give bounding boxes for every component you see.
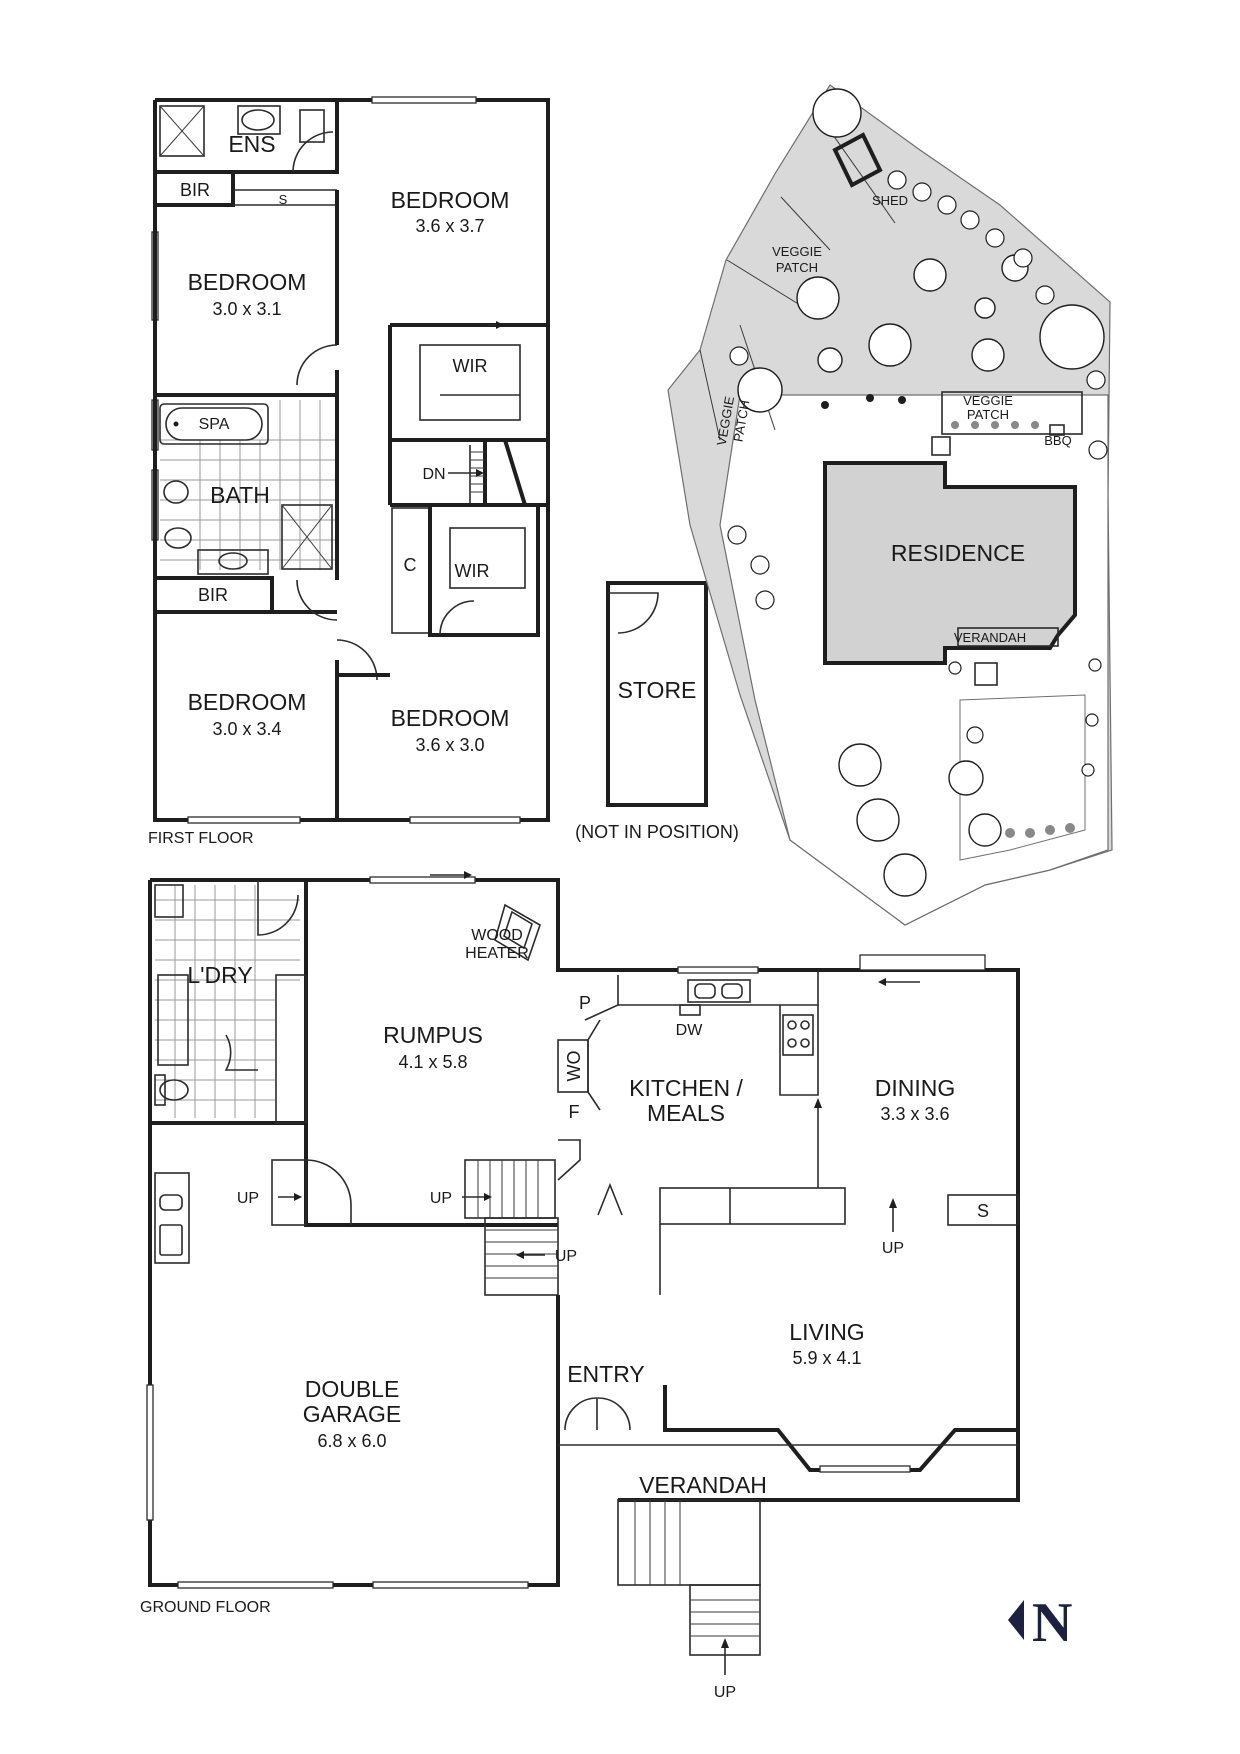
bir-top-label: BIR xyxy=(180,180,210,200)
store-note: (NOT IN POSITION) xyxy=(575,822,739,842)
bath-label: BATH xyxy=(210,482,270,508)
storage-s-label: S xyxy=(279,192,288,207)
north-letter: N xyxy=(1032,1592,1072,1654)
up-living-label: UP xyxy=(882,1240,904,1257)
laundry-label: L'DRY xyxy=(187,962,252,988)
fridge-f-label: F xyxy=(569,1102,580,1122)
storage-s-ground-label: S xyxy=(977,1201,989,1221)
bedroom-4-name: BEDROOM xyxy=(391,705,510,731)
up-rumpus-label: UP xyxy=(430,1190,452,1207)
stair-down-label: DN xyxy=(422,466,445,483)
site-shrubs xyxy=(727,170,1108,838)
kitchen-line1: KITCHEN / xyxy=(629,1075,743,1101)
bedroom-1-name: BEDROOM xyxy=(391,187,510,213)
garage-line1: DOUBLE xyxy=(305,1376,400,1402)
bedroom-4-dim: 3.6 x 3.0 xyxy=(415,735,484,755)
rumpus-dim: 4.1 x 5.8 xyxy=(398,1052,467,1072)
shed-label: SHED xyxy=(872,193,908,208)
site-plan xyxy=(667,84,1113,926)
up-front-label: UP xyxy=(714,1684,736,1701)
veggie-patch-1-line2: PATCH xyxy=(776,260,818,275)
kitchen-line2: MEALS xyxy=(647,1100,725,1126)
living-dim: 5.9 x 4.1 xyxy=(792,1348,861,1368)
pantry-p-label: P xyxy=(579,993,591,1013)
wir-2-label: WIR xyxy=(455,561,490,581)
bedroom-3-dim: 3.0 x 3.4 xyxy=(212,719,281,739)
wall-oven-wo-label: WO xyxy=(564,1051,584,1082)
ens-label: ENS xyxy=(228,131,275,157)
wir-1-label: WIR xyxy=(453,356,488,376)
dining-dim: 3.3 x 3.6 xyxy=(880,1104,949,1124)
cupboard-c-label: C xyxy=(404,555,417,575)
store-shed xyxy=(606,581,708,807)
garage-dim: 6.8 x 6.0 xyxy=(317,1431,386,1451)
veggie-patch-1-line1: VEGGIE xyxy=(772,244,822,259)
verandah-label: VERANDAH xyxy=(639,1472,767,1498)
bedroom-3-name: BEDROOM xyxy=(188,689,307,715)
north-arrow: N xyxy=(1008,1592,1072,1654)
bbq-label: BBQ xyxy=(1044,433,1071,448)
wood-heater-line2: HEATER xyxy=(465,945,529,962)
site-verandah-label: VERANDAH xyxy=(954,630,1026,645)
store-label: STORE xyxy=(618,677,697,703)
first-floor-plan xyxy=(151,96,550,824)
spa-label: SPA xyxy=(199,416,230,433)
site-trees xyxy=(737,88,1105,897)
up-stairs-label: UP xyxy=(555,1248,577,1265)
veggie-patch-3-line2: PATCH xyxy=(967,407,1009,422)
ground-floor-caption: GROUND FLOOR xyxy=(140,1599,271,1616)
bedroom-2-name: BEDROOM xyxy=(188,269,307,295)
living-name: LIVING xyxy=(789,1319,864,1345)
bedroom-2-dim: 3.0 x 3.1 xyxy=(212,299,281,319)
bir-bottom-label: BIR xyxy=(198,585,228,605)
entry-label: ENTRY xyxy=(567,1361,645,1387)
veggie-patch-2-line2: PATCH xyxy=(730,399,752,443)
veggie-patch-3-line1: VEGGIE xyxy=(963,393,1013,408)
ground-floor-plan xyxy=(146,871,1020,1675)
dishwasher-dw-label: DW xyxy=(676,1022,704,1039)
garage-line2: GARAGE xyxy=(303,1401,401,1427)
bedroom-1-dim: 3.6 x 3.7 xyxy=(415,216,484,236)
residence-label: RESIDENCE xyxy=(891,540,1025,566)
up-garage-label: UP xyxy=(237,1190,259,1207)
wood-heater-line1: WOOD xyxy=(471,927,523,944)
north-arrow-icon xyxy=(1008,1600,1024,1640)
rumpus-name: RUMPUS xyxy=(383,1022,483,1048)
first-floor-caption: FIRST FLOOR xyxy=(148,830,254,847)
dining-name: DINING xyxy=(875,1075,956,1101)
